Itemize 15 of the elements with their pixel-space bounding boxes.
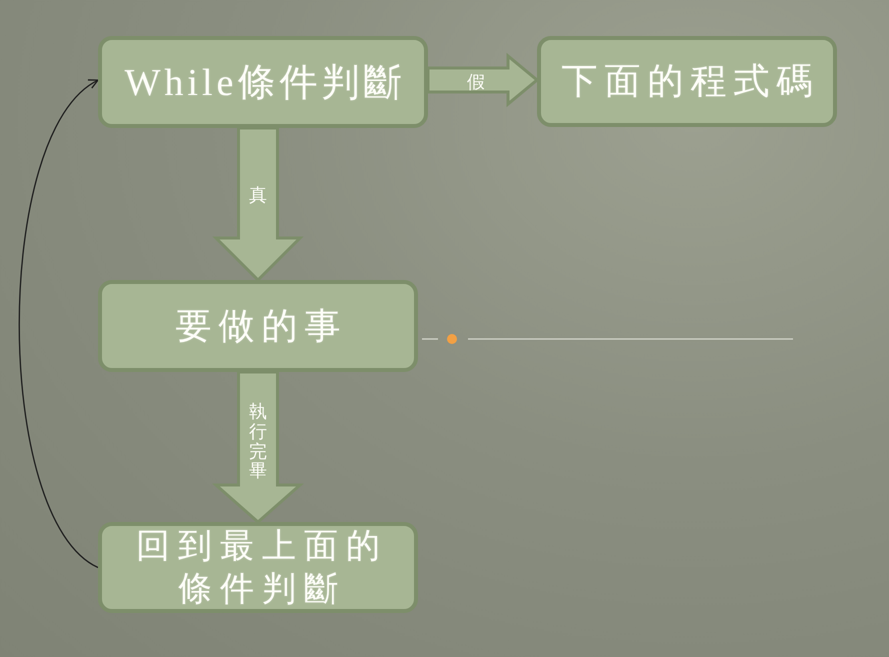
process-box <box>98 280 418 372</box>
edge-label: 執行完畢 <box>249 402 267 482</box>
process-box <box>537 36 837 127</box>
block-arrow <box>212 370 304 524</box>
block-arrow <box>212 126 304 282</box>
edge-label: 真 <box>249 184 267 207</box>
process-box <box>98 522 418 613</box>
box-label: 要做的事 <box>174 304 348 348</box>
block-arrow <box>426 52 540 108</box>
box-label: 回到最上面的條件判斷 <box>135 526 389 610</box>
box-label: While條件判斷 <box>124 60 406 106</box>
edge-label: 假 <box>467 71 485 94</box>
condition-box <box>98 36 428 128</box>
box-label: 下面的程式碼 <box>560 60 820 103</box>
loop-arrow <box>18 80 99 568</box>
